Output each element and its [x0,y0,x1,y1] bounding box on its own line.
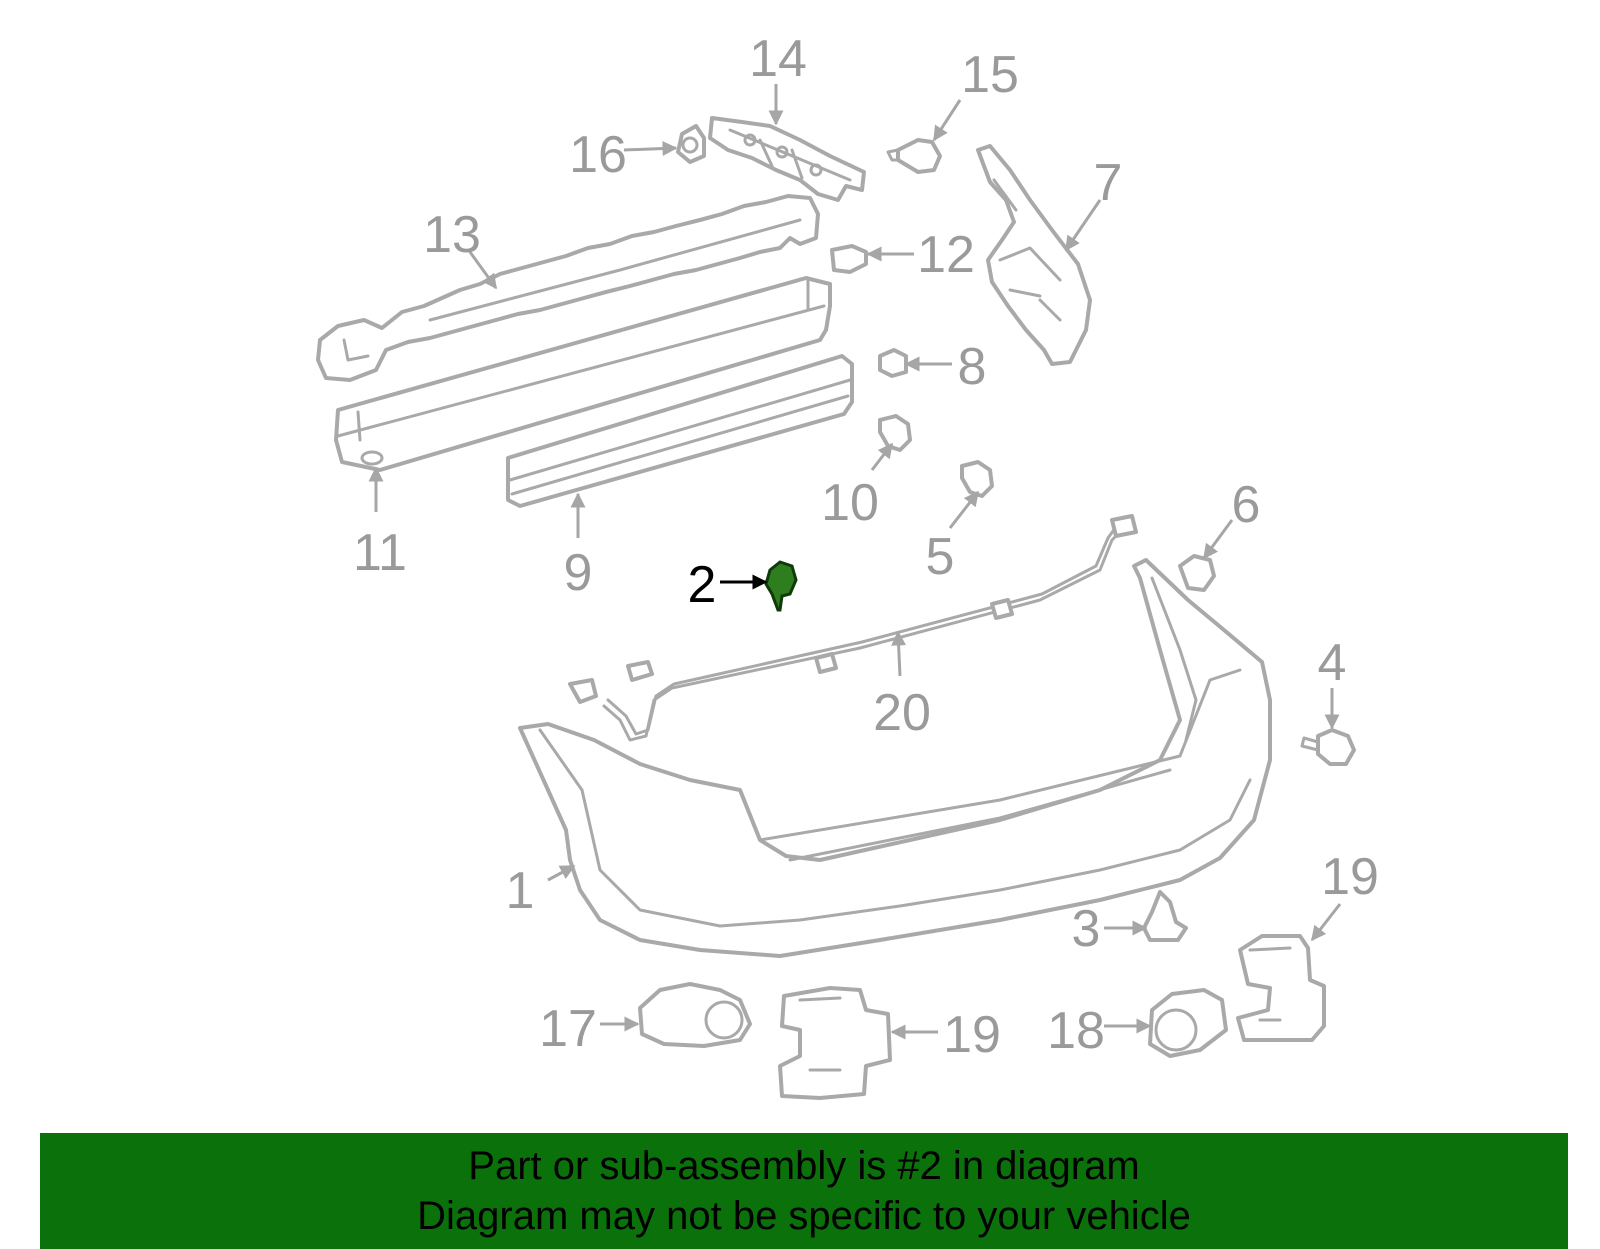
callout-5: 5 [926,528,955,586]
callout-7: 7 [1094,154,1123,212]
part-11-beam [334,276,832,472]
callout-19-right: 19 [1321,848,1379,906]
part-6-clip [1178,554,1216,592]
part-5-pin [960,460,994,498]
part-15-clip [886,138,942,174]
callout-6: 6 [1232,476,1261,534]
callout-17: 17 [539,1000,597,1058]
info-banner: Part or sub-assembly is #2 in diagram Di… [40,1133,1568,1249]
part-9-absorber [506,354,854,508]
callout-18: 18 [1047,1002,1105,1060]
part-4-bolt [1300,728,1356,766]
callout-1: 1 [506,862,535,920]
parts-diagram: 14 15 16 7 13 12 8 10 11 9 5 6 2 20 4 1 … [316,30,1379,1100]
callout-15: 15 [961,46,1019,104]
leader-lines [368,84,1342,1040]
banner-line-disclaimer: Diagram may not be specific to your vehi… [417,1194,1191,1238]
callout-19-left: 19 [943,1006,1001,1064]
part-10-pin [878,414,912,452]
callout-11: 11 [353,524,407,582]
banner-line-part: Part or sub-assembly is #2 in diagram [468,1144,1140,1188]
callout-13: 13 [423,206,481,264]
part-7-retainer [976,144,1092,366]
callout-4: 4 [1318,634,1347,692]
callout-16: 16 [569,126,627,184]
part-14-bracket [708,116,866,202]
part-1-bumper-cover [518,558,1272,958]
callout-12: 12 [917,226,975,284]
callout-10: 10 [821,474,879,532]
callout-2: 2 [688,556,717,614]
part-19-retainer-right [1236,934,1326,1042]
part-18-sensor [1148,988,1228,1058]
part-3-clip [1142,890,1188,942]
part-19-retainer-left [778,986,892,1100]
part-8-nut [878,348,908,378]
part-17-sensor [638,982,752,1048]
callout-8: 8 [958,338,987,396]
callout-14: 14 [749,30,807,88]
callout-9: 9 [564,544,593,602]
part-13-absorber [316,194,820,382]
part-2-clip-highlighted [764,560,798,612]
callout-20: 20 [873,684,931,742]
callout-3: 3 [1072,900,1101,958]
part-12-nut [830,244,868,274]
part-20-harness [568,514,1138,742]
part-16-clip [676,124,706,164]
